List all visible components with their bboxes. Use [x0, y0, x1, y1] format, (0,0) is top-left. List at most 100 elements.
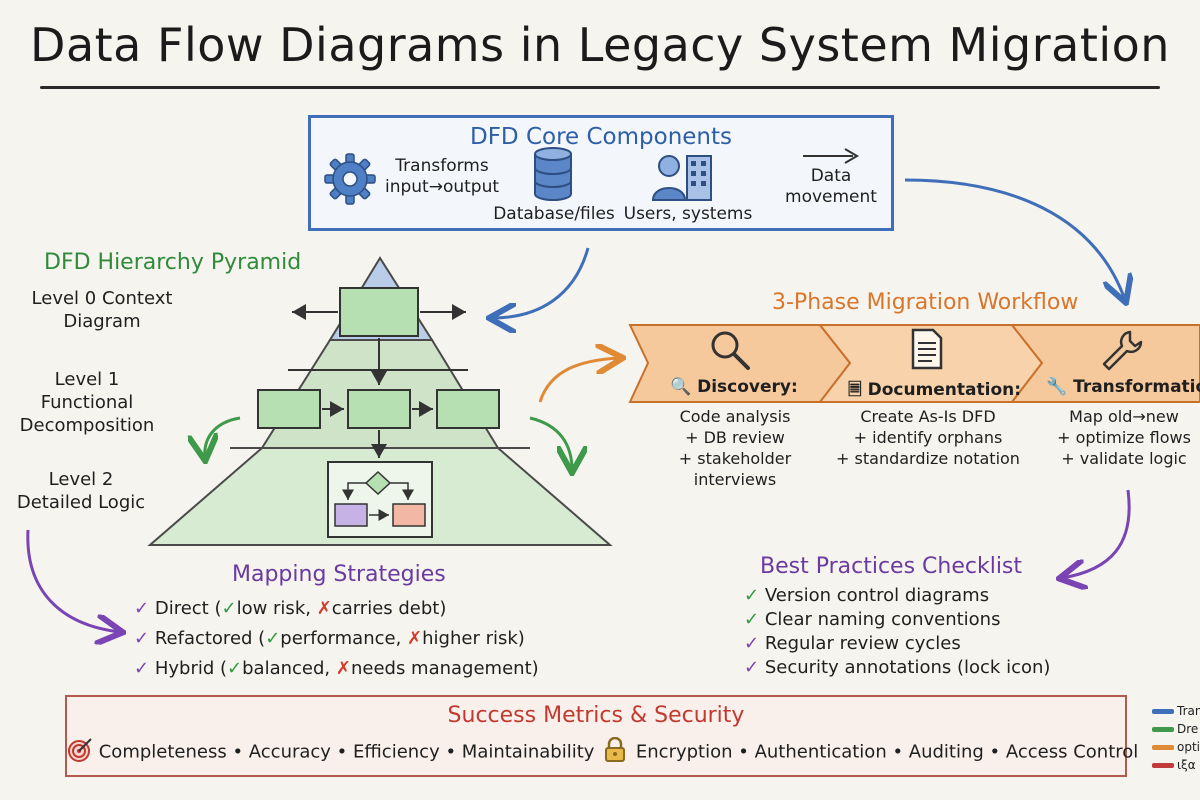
metrics-line: Completeness • Accuracy • Efficiency • M…	[67, 736, 1138, 768]
functional-box-1	[257, 389, 321, 429]
practices-list: ✓ Version control diagrams ✓ Clear namin…	[744, 584, 1050, 680]
metrics-panel: Success Metrics & Security Completeness …	[65, 695, 1138, 777]
legend-label: opti	[1177, 740, 1200, 754]
discovery-line: Code analysis	[679, 407, 791, 426]
legend-label: Tran	[1177, 704, 1200, 718]
check-icon: ✓	[221, 598, 237, 619]
discovery-line: interviews	[693, 470, 777, 489]
document-icon	[911, 328, 943, 370]
check-icon: ✓	[744, 633, 760, 654]
mapping-pro: low risk	[236, 598, 306, 619]
legend-item: Dre	[1152, 720, 1200, 738]
phase-title-discovery: 🔍 Discovery:	[670, 377, 798, 397]
arrow-core-to-workflow	[904, 178, 1125, 300]
check-icon: ✓	[744, 657, 760, 678]
mapping-list: ✓ Direct (✓low risk, ✗carries debt) ✓ Re…	[134, 594, 539, 684]
core-components-title: DFD Core Components	[469, 124, 733, 150]
mapping-pro: balanced	[242, 658, 325, 679]
target-icon	[67, 737, 93, 768]
legend-item: ιξα	[1152, 756, 1200, 774]
mapping-item-hybrid: ✓ Hybrid (✓balanced, ✗needs management)	[134, 658, 539, 679]
check-icon: ✓	[134, 658, 150, 679]
arrow-pyramid-left	[205, 416, 241, 458]
mapping-name: Refactored	[154, 628, 253, 649]
detail-step-a	[334, 503, 368, 527]
mapping-item-direct: ✓ Direct (✓low risk, ✗carries debt)	[134, 598, 447, 619]
mapping-pro: performance	[280, 628, 396, 649]
wrench-icon: 🔧	[1046, 377, 1068, 397]
legend-swatch	[1152, 709, 1174, 714]
practice-item: ✓ Security annotations (lock icon)	[744, 656, 1050, 680]
discovery-line: + stakeholder	[678, 449, 792, 468]
check-icon: ✓	[744, 609, 760, 630]
practice-item: ✓ Clear naming conventions	[744, 608, 1050, 632]
mapping-con: higher risk	[422, 628, 518, 649]
pyramid	[147, 256, 613, 546]
legend-label: Dre	[1177, 722, 1199, 736]
documentation-line: Create As-Is DFD	[860, 407, 996, 426]
arrow-workflow-to-practices	[1062, 489, 1131, 578]
check-icon: ✓	[134, 628, 150, 649]
mapping-title: Mapping Strategies	[232, 562, 446, 587]
level-1-label: Level 1 Functional Decomposition	[19, 369, 155, 436]
practice-item: ✓ Regular review cycles	[744, 632, 1050, 656]
entity-label: Users, systems	[623, 204, 753, 224]
level-2-label: Level 2 Detailed Logic	[16, 469, 146, 513]
practice-item: ✓ Version control diagrams	[744, 584, 1050, 608]
flow-label: Data movement	[785, 166, 877, 207]
functional-box-2	[347, 389, 411, 429]
cross-icon: ✗	[316, 598, 332, 619]
workflow-title: 3-Phase Migration Workflow	[772, 290, 1079, 315]
practice-text: Clear naming conventions	[764, 609, 1001, 630]
mapping-item-refactored: ✓ Refactored (✓performance, ✗higher risk…	[134, 628, 525, 649]
legend: Tran Dre opti ιξα	[1152, 702, 1200, 774]
legend-item: opti	[1152, 738, 1200, 756]
arrow-pyramid-to-workflow	[538, 358, 620, 403]
check-icon: ✓	[227, 658, 243, 679]
wrench-icon	[1102, 330, 1143, 371]
check-icon: ✓	[265, 628, 281, 649]
phase-title-transformation: 🔧 Transformation	[1046, 377, 1200, 397]
level-0-label: Level 0 Context Diagram	[31, 288, 173, 332]
security-metrics: Encryption • Authentication • Auditing •…	[635, 741, 1139, 763]
legend-swatch	[1152, 745, 1174, 750]
phase-title-transformation-text: Transformation	[1073, 377, 1200, 397]
practice-text: Security annotations (lock icon)	[764, 657, 1051, 678]
process-label: Transforms input→output	[384, 156, 500, 197]
arrow-pyramid-right	[529, 416, 572, 470]
transformation-line: Map old→new	[1069, 407, 1179, 426]
cross-icon: ✗	[335, 658, 351, 679]
users-systems-icon	[651, 155, 712, 201]
phase-title-discovery-text: Discovery:	[697, 377, 798, 397]
practice-text: Version control diagrams	[764, 585, 990, 606]
phase-desc-documentation: Create As-Is DFD + identify orphans + st…	[828, 406, 1028, 469]
mapping-con: carries debt	[331, 598, 440, 619]
metrics-title: Success Metrics & Security	[447, 703, 745, 728]
arrow-core-to-pyramid	[492, 247, 590, 318]
cross-icon: ✗	[407, 628, 423, 649]
lock-icon	[604, 736, 626, 768]
mapping-con: needs management	[350, 658, 532, 679]
phase-desc-transformation: Map old→new + optimize flows + validate …	[1048, 406, 1200, 469]
legend-swatch	[1152, 763, 1174, 768]
discovery-line: + DB review	[685, 428, 785, 447]
legend-item: Tran	[1152, 702, 1200, 720]
context-process-box	[339, 287, 419, 337]
check-icon: ✓	[134, 598, 150, 619]
phase-title-documentation: 🗏 Documentation:	[848, 377, 1021, 406]
gear-icon	[324, 153, 376, 205]
document-icon: 🗏	[848, 380, 862, 400]
check-icon: ✓	[744, 585, 760, 606]
core-components-panel: DFD Core Components Transforms input→out…	[308, 115, 894, 231]
documentation-line: + identify orphans	[853, 428, 1003, 447]
database-icon	[534, 147, 572, 201]
arrow-right-icon	[803, 148, 859, 164]
arrow-levels-to-mapping	[26, 529, 120, 632]
legend-label: ιξα	[1177, 758, 1196, 772]
transformation-line: + optimize flows	[1057, 428, 1191, 447]
transformation-line: + validate logic	[1061, 449, 1187, 468]
functional-box-3	[436, 389, 500, 429]
phase-title-documentation-text: Documentation:	[867, 380, 1022, 400]
pyramid-title: DFD Hierarchy Pyramid	[44, 250, 302, 275]
